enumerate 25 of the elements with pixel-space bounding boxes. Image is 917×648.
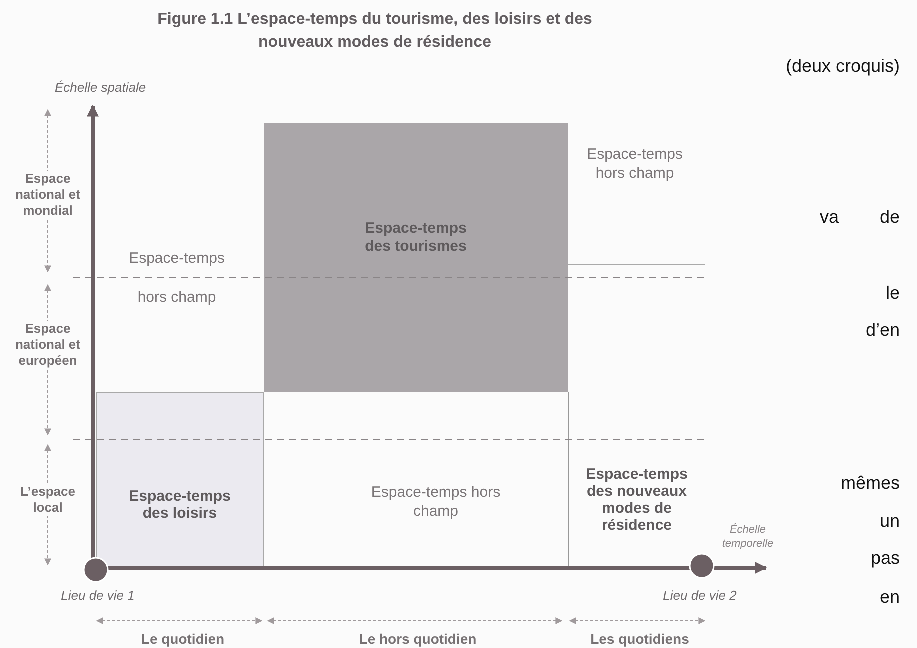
leisure-area xyxy=(96,392,264,568)
page-text: de xyxy=(878,206,900,228)
period-label: Les quotidiens xyxy=(590,631,690,648)
figure-title: Figure 1.1 L’espace-temps du tourisme, des loisirs et des nouveaux modes de résidence xyxy=(156,10,594,53)
page-text: d’en xyxy=(864,318,900,342)
area-label: Espace-temps des nouveaux modes de résidence xyxy=(585,466,689,534)
axis-label: Échelle spatiale xyxy=(55,80,148,96)
page-text: le xyxy=(884,282,900,304)
area-label: Espace-temps des loisirs xyxy=(128,488,232,522)
axis-label: Lieu de vie 1 xyxy=(60,588,136,604)
axis-label: Échelle temporelle xyxy=(721,524,775,552)
page-text: un xyxy=(878,510,900,532)
period-label: Le hors quotidien xyxy=(358,631,478,648)
page-text: (deux croquis) xyxy=(784,54,900,78)
page-text: mêmes xyxy=(840,472,900,494)
tourism-area xyxy=(264,123,568,392)
area-label: Espace-temps des tourismes xyxy=(364,220,468,255)
zone-label: Espace-temps hors champ xyxy=(586,146,684,184)
zone-label: Espace-temps hors champ xyxy=(371,484,501,522)
zone-label: Espace-temps hors champ xyxy=(128,249,226,308)
page-text: pas xyxy=(870,546,900,570)
period-label: Le quotidien xyxy=(140,631,226,648)
page-text: va xyxy=(820,206,840,228)
axis-label: Lieu de vie 2 xyxy=(662,588,738,604)
page-text: en xyxy=(878,586,900,608)
